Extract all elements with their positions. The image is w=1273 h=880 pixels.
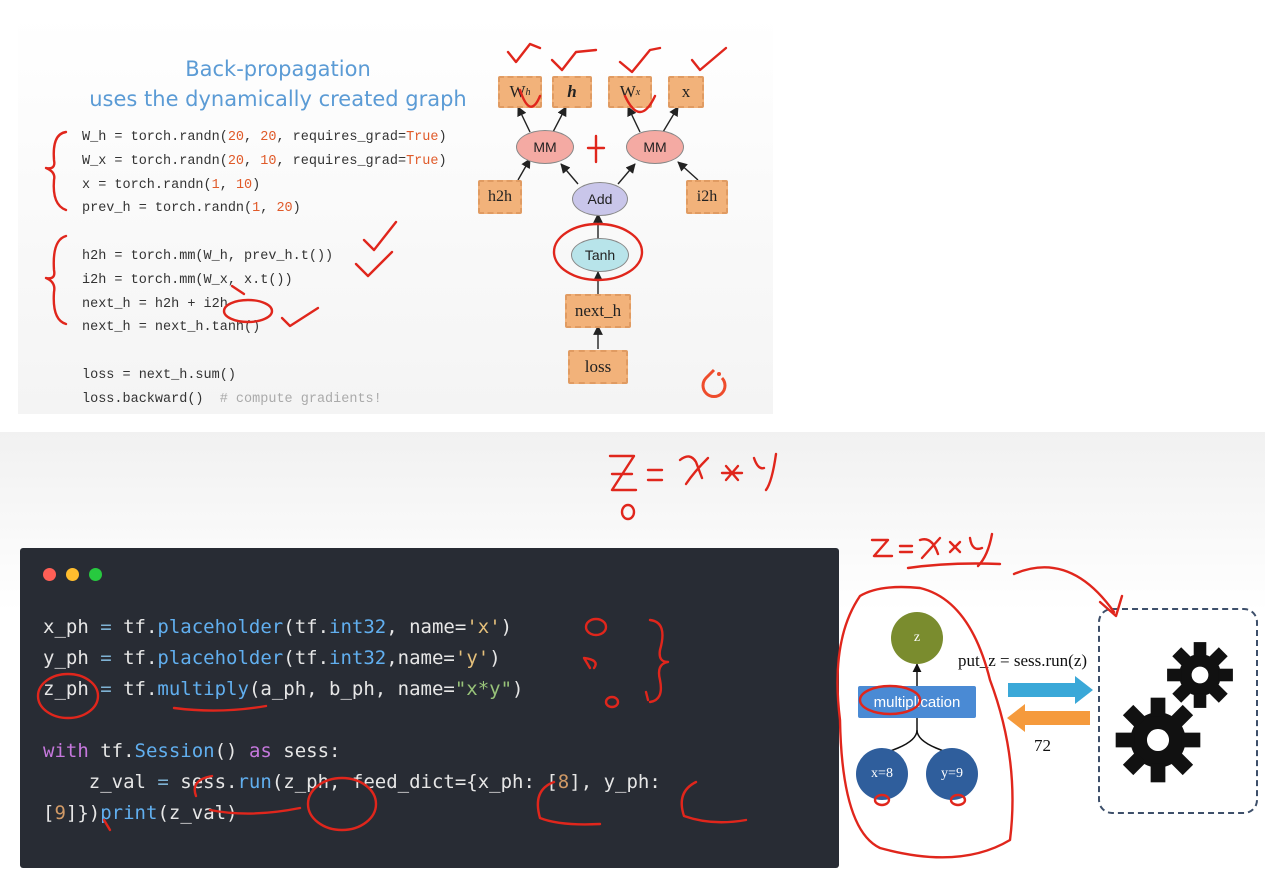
slide-title-line2: uses the dynamically created graph bbox=[89, 87, 467, 111]
graph-node-loss: loss bbox=[568, 350, 628, 384]
code-line: next_h = next_h.tanh() bbox=[82, 320, 261, 336]
close-dot-icon bbox=[43, 568, 56, 581]
tf-code-line: z_ph = tf.multiply(a_ph, b_ph, name="x*y… bbox=[43, 678, 524, 700]
graph-node-x: x bbox=[668, 76, 704, 108]
graph-node-mm-right: MM bbox=[626, 130, 684, 164]
code-line: loss = next_h.sum() bbox=[82, 367, 236, 383]
code-line: W_x = torch.randn(20, 10, requires_grad=… bbox=[82, 153, 447, 169]
tf-code-line: with tf.Session() as sess: bbox=[43, 740, 341, 762]
graph-node-h: h bbox=[552, 76, 592, 108]
minimize-dot-icon bbox=[66, 568, 79, 581]
code-line: W_h = torch.randn(20, 20, requires_grad=… bbox=[82, 130, 447, 145]
session-box bbox=[1098, 608, 1258, 814]
slide-title: Back-propagation uses the dynamically cr… bbox=[18, 54, 538, 114]
gear-large-icon bbox=[1115, 697, 1201, 783]
graph-node-mm-left: MM bbox=[516, 130, 574, 164]
tf-node-z: z bbox=[891, 612, 943, 664]
session-run-label: put_z = sess.run(z) bbox=[958, 651, 1088, 670]
gear-small-icon bbox=[1167, 642, 1233, 708]
tf-node-x: x=8 bbox=[856, 748, 908, 800]
result-value: 72 bbox=[1034, 736, 1051, 755]
slide-title-line1: Back-propagation bbox=[185, 57, 371, 81]
pytorch-code-block: W_h = torch.randn(20, 20, requires_grad=… bbox=[82, 126, 447, 412]
graph-node-next-h: next_h bbox=[565, 294, 631, 328]
code-line: loss.backward() # compute gradients! bbox=[82, 391, 382, 407]
tf-code-line: y_ph = tf.placeholder(tf.int32,name='y') bbox=[43, 647, 501, 669]
tf-code-line: x_ph = tf.placeholder(tf.int32, name='x'… bbox=[43, 616, 513, 638]
graph-node-h2h: h2h bbox=[478, 180, 522, 214]
tf-node-y: y=9 bbox=[926, 748, 978, 800]
graph-node-i2h: i2h bbox=[686, 180, 728, 214]
maximize-dot-icon bbox=[89, 568, 102, 581]
code-line: h2h = torch.mm(W_h, prev_h.t()) bbox=[82, 248, 334, 264]
code-line: x = torch.randn(1, 10) bbox=[82, 177, 261, 193]
pytorch-logo-icon bbox=[701, 368, 727, 398]
code-line: i2h = torch.mm(W_x, x.t()) bbox=[82, 272, 293, 288]
graph-node-add: Add bbox=[572, 182, 628, 216]
tf-node-multiplication: multiplication bbox=[858, 686, 976, 718]
code-line: prev_h = torch.randn(1, 20) bbox=[82, 201, 301, 217]
code-line: next_h = h2h + i2h bbox=[82, 296, 228, 312]
